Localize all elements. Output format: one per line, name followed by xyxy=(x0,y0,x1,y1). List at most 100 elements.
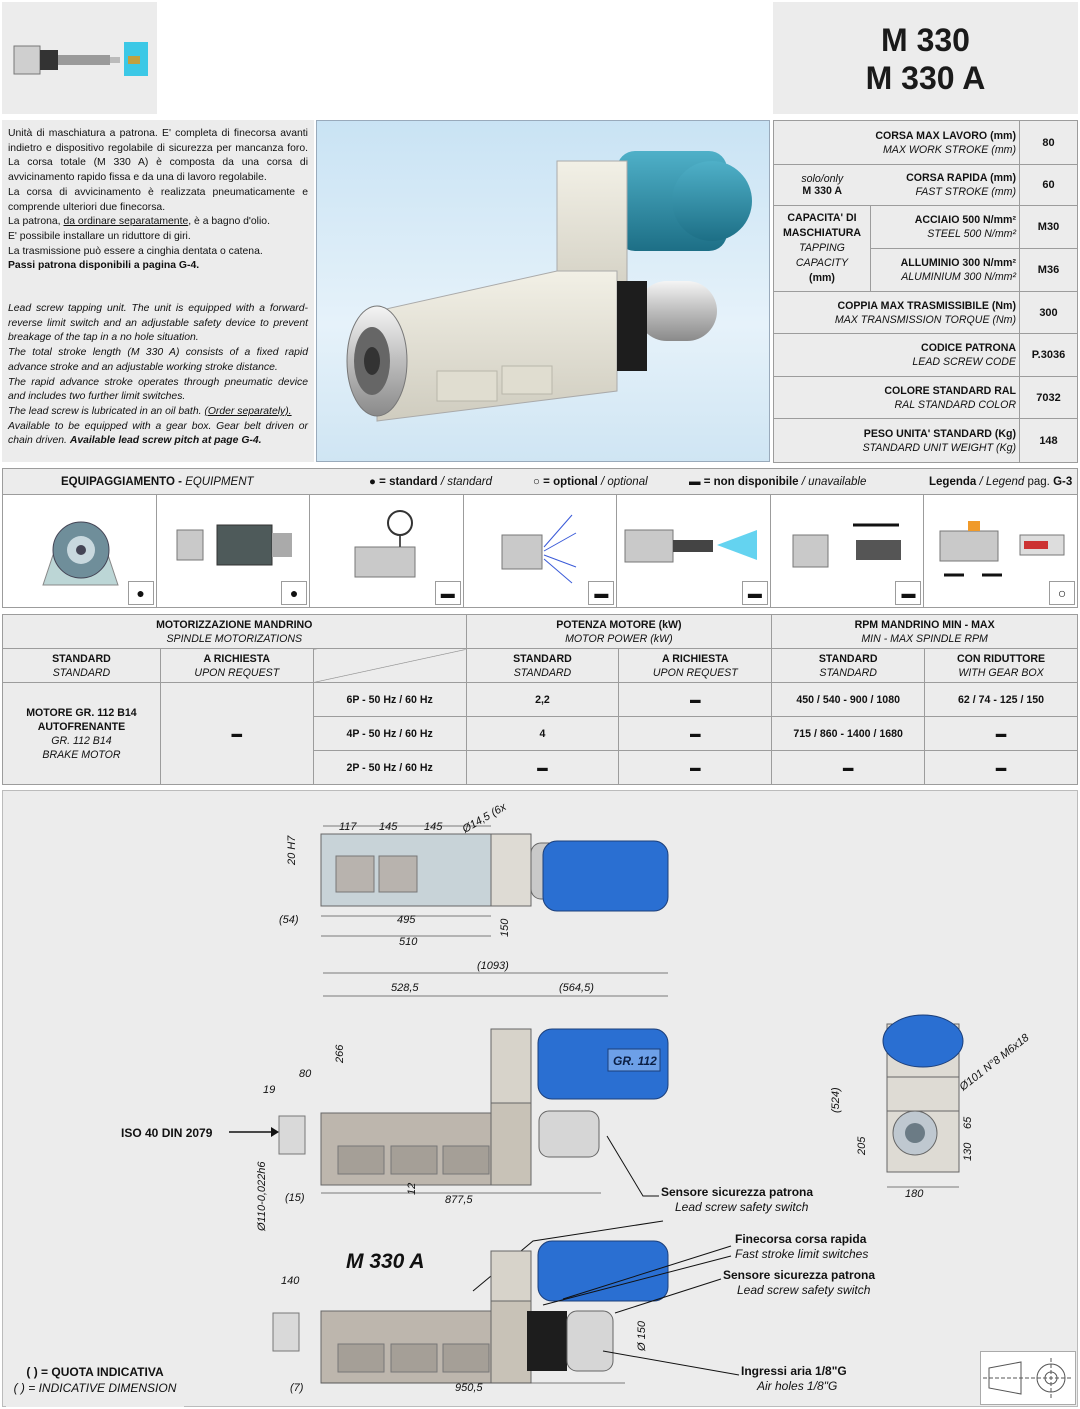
dim-101: Ø101 N°8 M6x18 xyxy=(957,1031,1032,1094)
dim-205: 205 xyxy=(856,1136,868,1156)
dim-holes: Ø14,5 (6x xyxy=(460,801,509,836)
desc-it-p2: La corsa di avvicinamento è realizzata p… xyxy=(8,186,308,213)
equipment-status: ▬ xyxy=(588,581,615,605)
desc-it-p1: Unità di maschiatura a patrona. E' compl… xyxy=(8,128,308,184)
equipment-row: ● ● ▬ ▬ ▬ xyxy=(2,495,1078,608)
spec-code-value: P.3036 xyxy=(1019,333,1078,377)
poles-4p: 4P - 50 Hz / 60 Hz xyxy=(312,716,467,751)
spec-rapid-value: 60 xyxy=(1019,164,1078,206)
dimension-legend: ( ) = QUOTA INDICATIVA ( ) = INDICATIVE … xyxy=(6,1352,184,1407)
dim-117: 117 xyxy=(339,821,357,833)
sensor2-en: Lead screw safety switch xyxy=(737,1283,871,1297)
spec-torque-value: 300 xyxy=(1019,291,1078,334)
air-it: Ingressi aria 1/8"G xyxy=(741,1364,847,1378)
dim-shaft: Ø110-0,022h6 xyxy=(256,1161,268,1232)
dim-d150: Ø 150 xyxy=(636,1320,648,1352)
top-view: 117 145 145 Ø14,5 (6x 20 H7 (54) 495 510… xyxy=(279,801,669,948)
equipment-status: ● xyxy=(127,581,154,605)
spec-weight-value: 148 xyxy=(1019,418,1078,463)
equipment-item-support: ● xyxy=(3,495,157,607)
desc-it-p3: E' possibile installare un riduttore di … xyxy=(8,230,191,242)
equipment-status: ▬ xyxy=(895,581,922,605)
power-4p-req: ▬ xyxy=(618,716,773,751)
side-view: (1093) 528,5 (564,5) GR. 112 266 80 19 (… xyxy=(121,960,813,1232)
header-thumbnail xyxy=(2,2,157,114)
dim-65: 65 xyxy=(962,1116,974,1129)
depth-gauge-icon xyxy=(354,510,416,578)
sensor2-it: Sensore sicurezza patrona xyxy=(723,1268,875,1282)
limit-it: Finecorsa corsa rapida xyxy=(735,1232,867,1246)
dim-564: (564,5) xyxy=(559,982,594,994)
external-coolant-icon xyxy=(624,529,758,563)
end-view: (524) Ø101 N°8 M6x18 205 130 65 180 xyxy=(830,1014,1032,1200)
desc-en-p1: Lead screw tapping unit. The unit is equ… xyxy=(8,303,308,344)
dim-7: (7) xyxy=(290,1382,304,1394)
legend-unavailable: ▬ = non disponibile / unavailable xyxy=(689,476,867,488)
sensor1-en: Lead screw safety switch xyxy=(675,1200,809,1214)
desc-en-p4: The lead screw is lubricated in an oil b… xyxy=(8,405,292,417)
projection-icon xyxy=(983,1358,1073,1398)
equipment-item-quick-change: ▬ xyxy=(770,495,925,607)
motor-header-power: POTENZA MOTORE (kW)MOTOR POWER (kW) xyxy=(465,614,773,649)
desc-en-p2: The total stroke length (M 330 A) consis… xyxy=(8,347,308,373)
quick-change-icon xyxy=(792,523,901,568)
spec-rapid-label: CORSA RAPIDA (mm)FAST STROKE (mm) xyxy=(870,164,1020,206)
dim-54: (54) xyxy=(279,914,299,926)
title-line-2: M 330 A xyxy=(865,60,986,96)
dim-145b: 145 xyxy=(424,821,443,833)
legend-en: ( ) = INDICATIVE DIMENSION xyxy=(13,1381,177,1395)
product-title: M 330 M 330 A xyxy=(773,2,1078,114)
drawing-canvas: 117 145 145 Ø14,5 (6x 20 H7 (54) 495 510… xyxy=(121,801,1032,1394)
dim-15: (15) xyxy=(285,1192,305,1204)
technical-drawing: 117 145 145 Ø14,5 (6x 20 H7 (54) 495 510… xyxy=(2,790,1078,1407)
m330a-view: M 330 A 140 (7) 950,5 Ø 150 Finecorsa co… xyxy=(272,1220,875,1394)
legend-optional: ○ = optional / optional xyxy=(533,476,648,488)
power-6p-std: 2,2 xyxy=(465,682,620,717)
dim-950: 950,5 xyxy=(455,1382,483,1394)
equipment-item-gauge: ▬ xyxy=(310,495,464,607)
equipment-status: ▬ xyxy=(741,581,768,605)
dim-180: 180 xyxy=(905,1188,924,1200)
equipment-header: EQUIPAGGIAMENTO - EQUIPMENT ● = standard… xyxy=(2,468,1078,495)
dim-12: 12 xyxy=(406,1183,418,1195)
dim-150: 150 xyxy=(499,918,511,937)
motor-request-cell: ▬ xyxy=(159,682,314,785)
rpm-4p-gear: ▬ xyxy=(924,716,1078,751)
legend-reference: Legenda / Legend pag. G-3 xyxy=(929,476,1073,488)
legend-it: ( ) = QUOTA INDICATIVA xyxy=(26,1365,164,1379)
iso-label: ISO 40 DIN 2079 xyxy=(121,1126,213,1140)
equipment-item-monitor: ○ xyxy=(924,495,1078,607)
rpm-2p-gear: ▬ xyxy=(924,750,1078,785)
equipment-item-multispindle: ● xyxy=(156,495,311,607)
dim-877: 877,5 xyxy=(445,1194,473,1206)
unit-thumbnail-icon xyxy=(13,42,148,76)
equipment-item-coolant-ext: ▬ xyxy=(617,495,771,607)
spec-alu-value: M36 xyxy=(1019,248,1078,292)
rpm-6p-std: 450 / 540 - 900 / 1080 xyxy=(771,682,926,717)
air-en: Air holes 1/8"G xyxy=(756,1379,837,1393)
poles-2p: 2P - 50 Hz / 60 Hz xyxy=(312,750,467,785)
power-2p-req: ▬ xyxy=(618,750,773,785)
poles-6p: 6P - 50 Hz / 60 Hz xyxy=(312,682,467,717)
dim-1093: (1093) xyxy=(477,960,509,972)
dim-140: 140 xyxy=(281,1275,300,1287)
equipment-status: ● xyxy=(281,581,308,605)
dim-130: 130 xyxy=(962,1142,974,1161)
desc-it-patrona: La patrona, da ordinare separatamente, è… xyxy=(8,216,270,228)
spec-color-value: 7032 xyxy=(1019,376,1078,419)
support-flange-icon xyxy=(42,521,119,586)
spec-max-stroke-value: 80 xyxy=(1019,120,1078,165)
spec-torque-label: COPPIA MAX TRASMISSIBILE (Nm)MAX TRANSMI… xyxy=(773,291,1020,334)
power-6p-req: ▬ xyxy=(618,682,773,717)
